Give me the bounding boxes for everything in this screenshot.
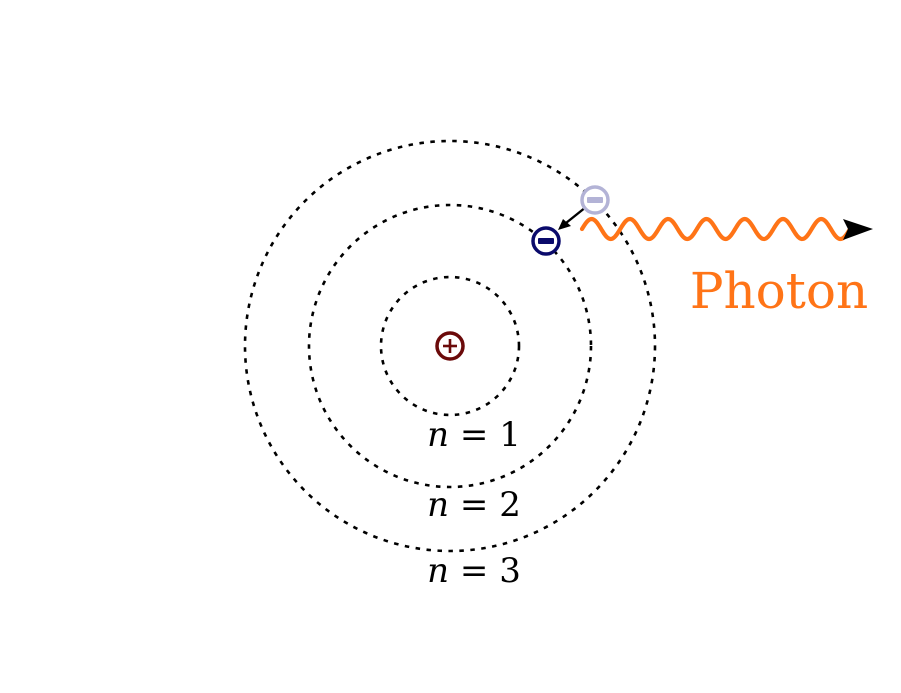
- photon-wave: [579, 216, 853, 242]
- level-label-n1: n = 1: [427, 415, 521, 455]
- electron-final: [531, 226, 561, 256]
- level-label-n2: n = 2: [427, 485, 521, 525]
- electron-initial: [580, 185, 610, 215]
- nucleus: [435, 331, 465, 361]
- photon-label: Photon: [690, 262, 868, 320]
- orbit-n1: [379, 275, 521, 417]
- orbit-n3: [243, 139, 657, 553]
- level-label-n3: n = 3: [427, 551, 521, 591]
- orbit-n2: [307, 203, 593, 489]
- transition-arrow: [558, 206, 587, 230]
- photon-arrowhead: [843, 219, 873, 240]
